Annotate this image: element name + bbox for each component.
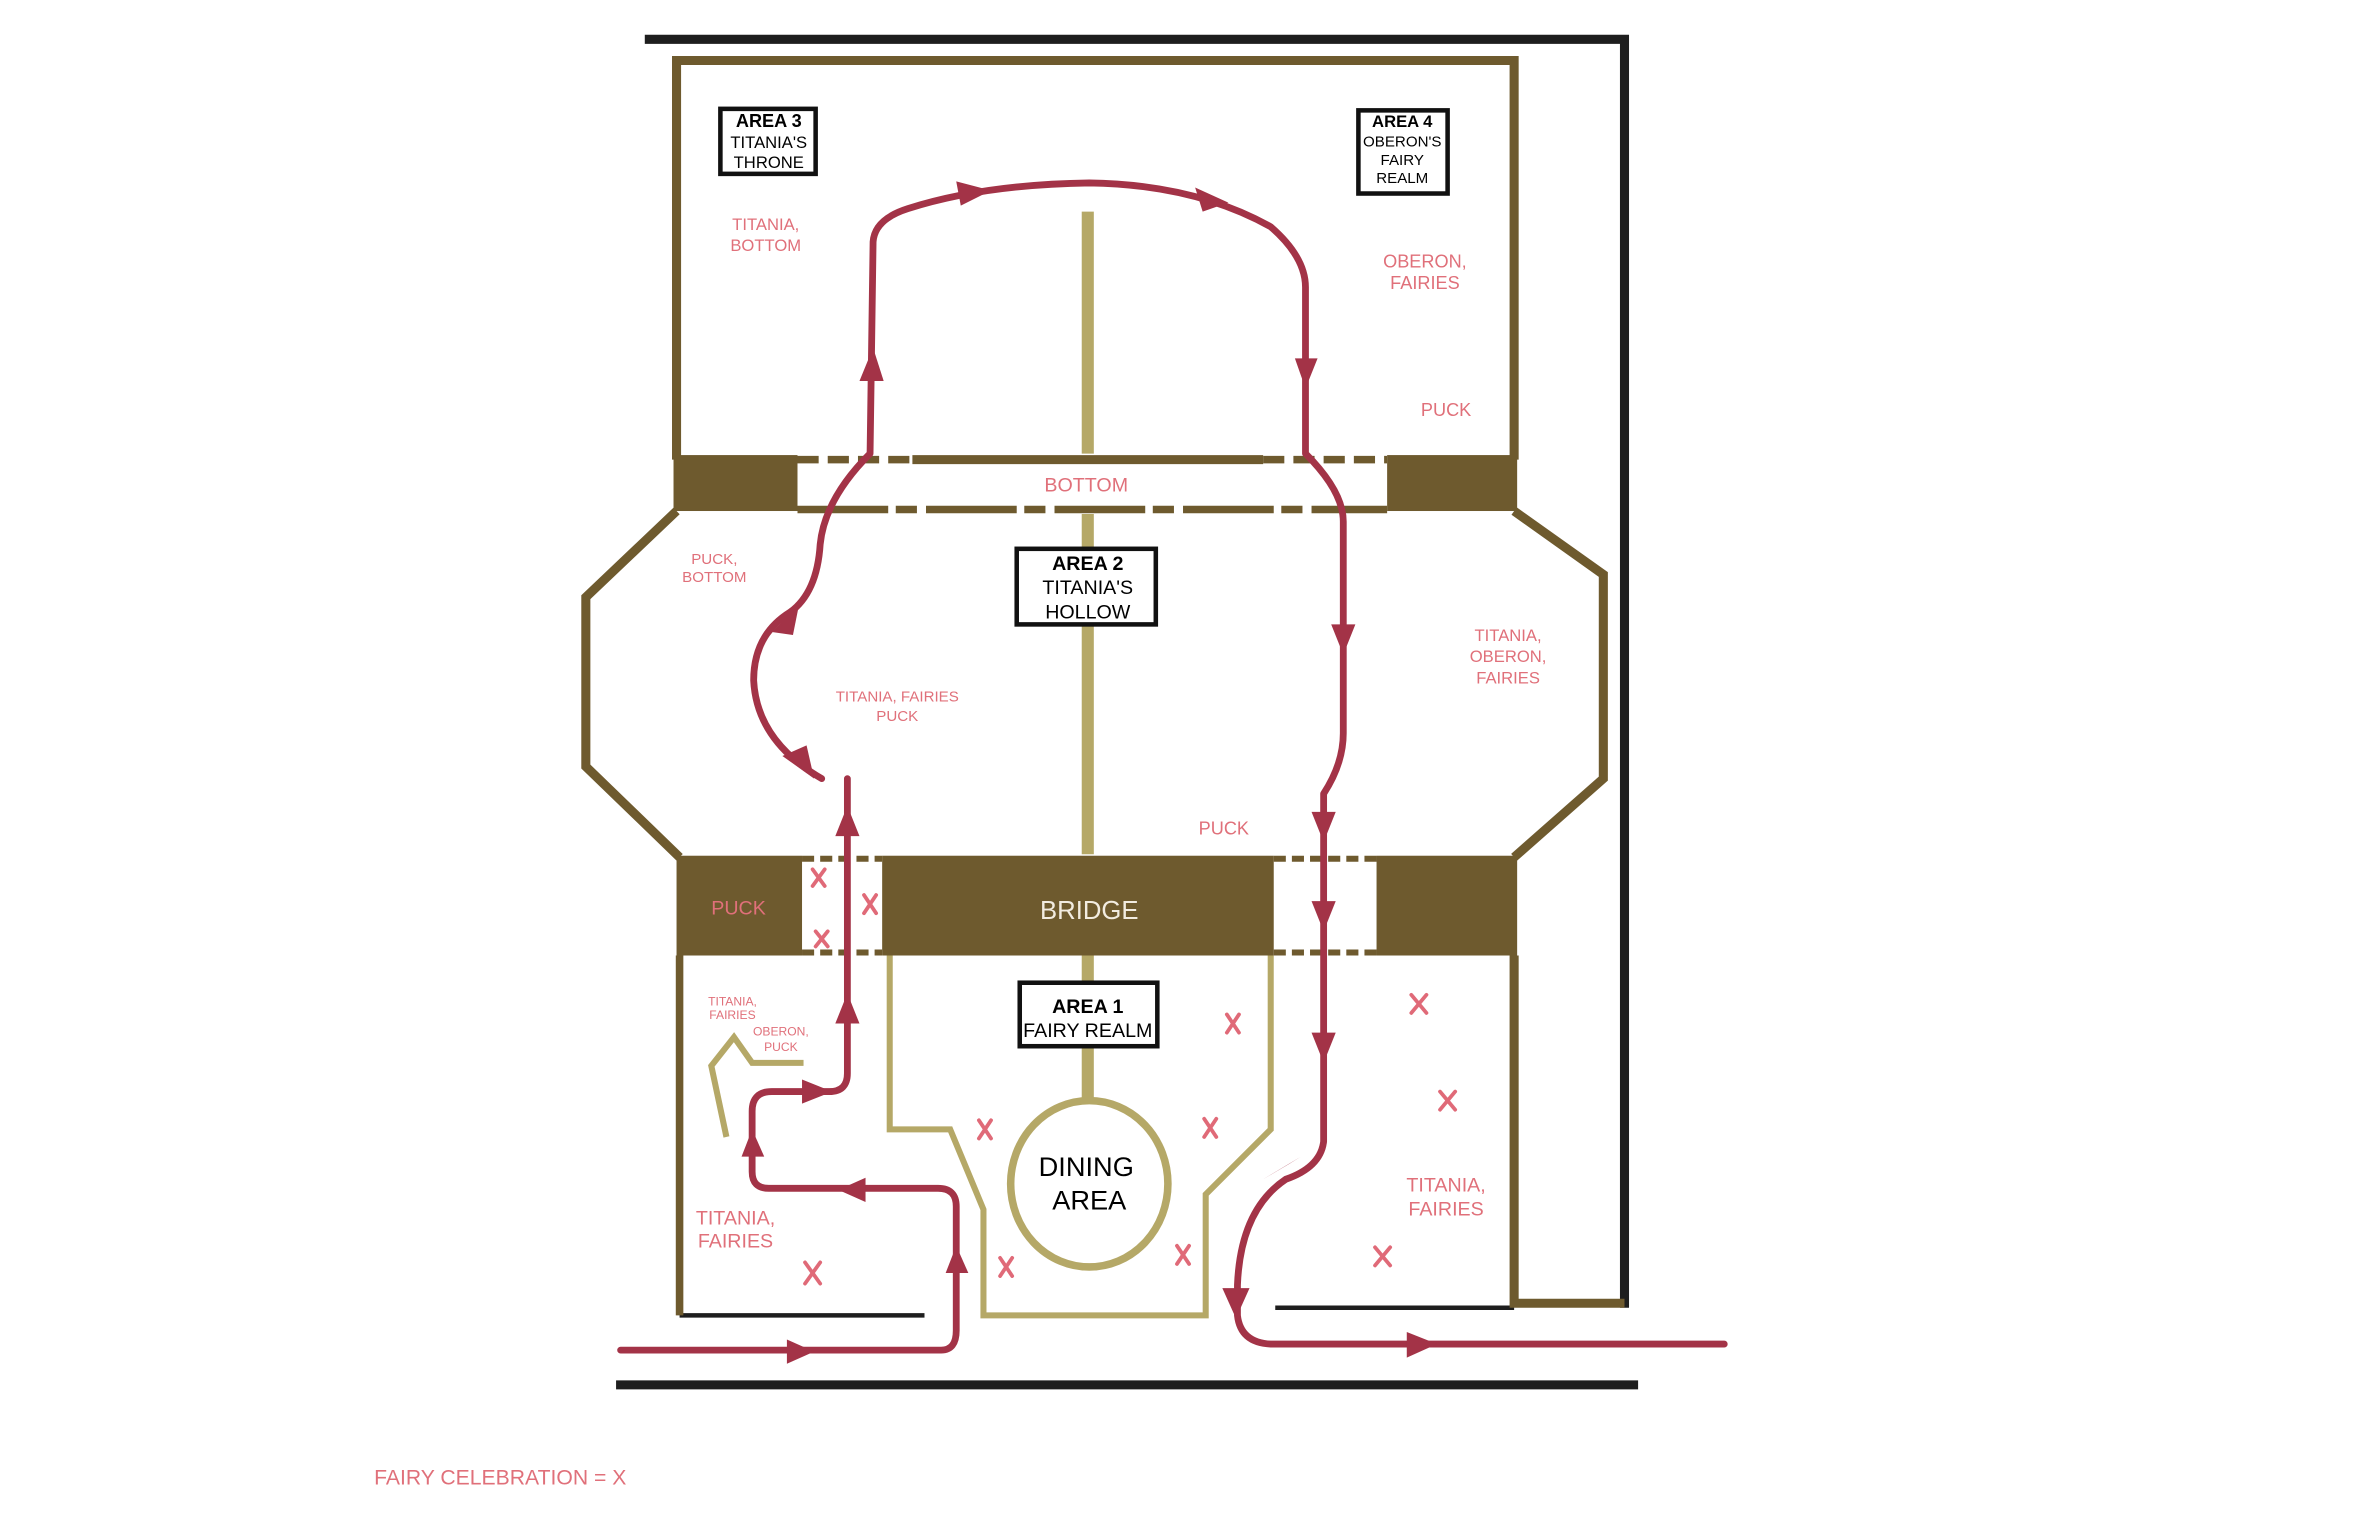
svg-text:BOTTOM: BOTTOM: [1044, 474, 1128, 496]
arrow-up: [859, 347, 884, 381]
svg-text:AREA 2: AREA 2: [1052, 553, 1123, 575]
svg-text:AREA 1: AREA 1: [1052, 996, 1123, 1018]
arrow-down: [1294, 358, 1318, 389]
arrow-right: [786, 1339, 815, 1364]
movement-path: [617, 179, 1728, 1364]
svg-text:TITANIA,: TITANIA,: [696, 1208, 775, 1230]
arrow-right: [1406, 1331, 1438, 1358]
svg-text:OBERON,: OBERON,: [1470, 647, 1547, 666]
svg-text:TITANIA,: TITANIA,: [732, 215, 799, 234]
cast-labels: TITANIA, BOTTOM OBERON, FAIRIES PUCK BOT…: [682, 215, 1546, 1252]
arrow-down: [1331, 624, 1356, 655]
arrow-up: [835, 805, 860, 837]
svg-text:PUCK: PUCK: [1421, 400, 1471, 420]
x-mark: [1438, 1089, 1458, 1112]
dining-label: DINING: [1039, 1151, 1134, 1182]
svg-text:THRONE: THRONE: [734, 153, 804, 172]
x-mark: [1175, 1243, 1191, 1266]
svg-text:FAIRIES: FAIRIES: [1476, 668, 1540, 687]
x-mark: [1373, 1245, 1393, 1268]
svg-text:OBERON,: OBERON,: [753, 1025, 809, 1039]
legend: FAIRY CELEBRATION = X: [374, 1467, 626, 1490]
celebration-marks: [803, 867, 1458, 1286]
svg-text:FAIRIES: FAIRIES: [698, 1230, 773, 1252]
svg-text:AREA 4: AREA 4: [1372, 112, 1433, 131]
x-mark: [1202, 1116, 1219, 1139]
svg-text:FAIRY REALM: FAIRY REALM: [1023, 1020, 1152, 1042]
arrow-up: [782, 745, 815, 779]
arrow-right: [1195, 187, 1229, 212]
x-mark: [803, 1260, 823, 1286]
arrow-down: [1311, 901, 1336, 932]
x-mark: [1409, 992, 1429, 1015]
x-mark: [998, 1255, 1015, 1278]
arrow-up: [945, 1245, 969, 1274]
svg-text:FAIRIES: FAIRIES: [1390, 273, 1460, 293]
svg-text:PUCK: PUCK: [764, 1040, 798, 1054]
svg-text:TITANIA,: TITANIA,: [1406, 1174, 1485, 1196]
area-4-label: AREA 4 OBERON'S FAIRY REALM: [1356, 108, 1450, 196]
x-mark: [1224, 1012, 1241, 1035]
dining-table: [1006, 1096, 1172, 1271]
dining-label: AREA: [1052, 1185, 1127, 1216]
area-1-label: AREA 1 FAIRY REALM: [1017, 980, 1160, 1049]
svg-text:FAIRIES: FAIRIES: [1408, 1199, 1483, 1221]
arrow-right: [802, 1079, 833, 1104]
svg-text:FAIRIES: FAIRIES: [709, 1008, 755, 1022]
svg-text:BOTTOM: BOTTOM: [730, 236, 801, 255]
arrow-up: [771, 604, 800, 635]
svg-text:TITANIA'S: TITANIA'S: [730, 133, 807, 152]
bridge-label: BRIDGE: [1040, 897, 1139, 925]
walls: [581, 55, 1625, 1316]
arrow-down: [1311, 1032, 1336, 1063]
area-3-label: AREA 3 TITANIA'S THRONE: [718, 106, 818, 177]
svg-text:TITANIA,: TITANIA,: [1475, 626, 1542, 645]
svg-text:AREA 3: AREA 3: [736, 111, 802, 131]
svg-text:HOLLOW: HOLLOW: [1045, 601, 1131, 623]
svg-text:BOTTOM: BOTTOM: [682, 569, 746, 586]
arrow-down: [1222, 1288, 1250, 1319]
x-mark: [977, 1118, 993, 1141]
svg-text:OBERON,: OBERON,: [1383, 252, 1467, 272]
svg-text:TITANIA, FAIRIES: TITANIA, FAIRIES: [836, 689, 959, 706]
arrow-left: [838, 1177, 866, 1202]
arrow-right: [956, 181, 992, 206]
svg-text:PUCK,: PUCK,: [691, 551, 737, 568]
outer-boundary: [616, 34, 1639, 1390]
svg-text:PUCK: PUCK: [711, 898, 766, 920]
area-2-label: AREA 2 TITANIA'S HOLLOW: [1014, 546, 1159, 627]
svg-text:REALM: REALM: [1376, 170, 1428, 187]
svg-text:TITANIA,: TITANIA,: [708, 994, 757, 1008]
arrow-down: [1311, 811, 1336, 843]
svg-text:FAIRY: FAIRY: [1381, 152, 1424, 169]
svg-text:PUCK: PUCK: [1199, 819, 1249, 839]
x-mark: [810, 867, 827, 888]
x-mark: [862, 893, 879, 916]
svg-text:OBERON'S: OBERON'S: [1363, 134, 1441, 151]
svg-text:PUCK: PUCK: [876, 708, 918, 725]
arrow-up: [741, 1129, 765, 1157]
svg-text:TITANIA'S: TITANIA'S: [1042, 577, 1133, 599]
x-mark: [813, 929, 830, 949]
arrow-up: [835, 993, 860, 1024]
